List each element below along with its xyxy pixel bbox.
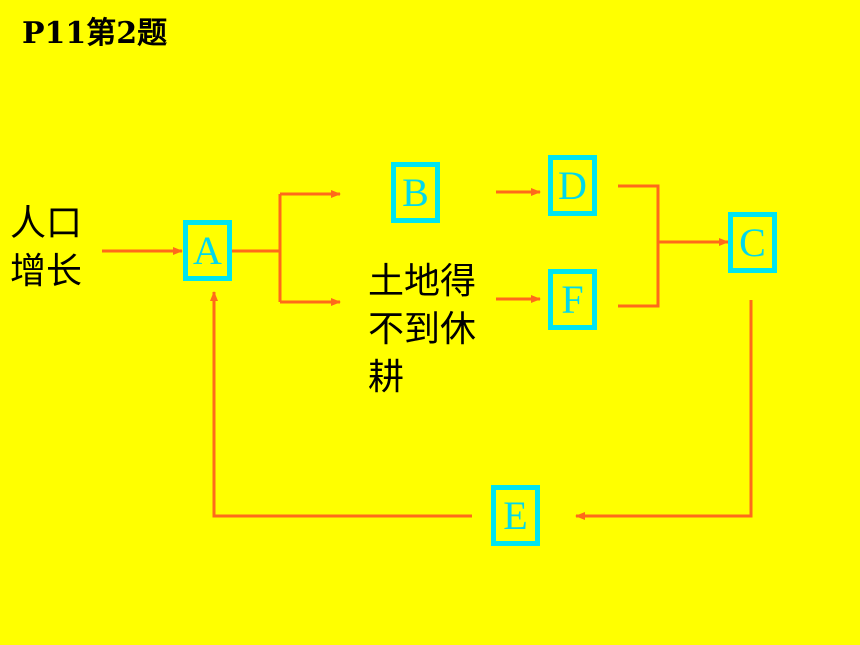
population-growth-line1: 人口	[10, 203, 83, 244]
box-a-label: A	[193, 227, 222, 273]
box-c: C	[728, 212, 777, 273]
box-a: A	[183, 220, 232, 281]
slide-title: P11第2题	[22, 16, 168, 51]
land-no-fallow-label: 土地得 不到休 耕	[368, 258, 476, 402]
box-b: B	[391, 162, 440, 223]
box-f-label: F	[561, 276, 584, 322]
box-e: E	[491, 485, 540, 546]
arrow-c-to-e	[575, 300, 753, 520]
box-f: F	[548, 269, 597, 330]
box-d-label: D	[558, 162, 587, 208]
land-label-line2: 不到休	[368, 309, 477, 350]
arrow-e-to-a	[210, 291, 472, 518]
land-label-line1: 土地得	[368, 261, 477, 302]
connector-d-merge	[618, 184, 660, 308]
box-d: D	[548, 155, 597, 216]
land-label-line3: 耕	[368, 357, 405, 398]
population-growth-label: 人口 增长	[10, 200, 82, 296]
population-growth-line2: 增长	[10, 251, 83, 292]
box-c-label: C	[739, 219, 766, 265]
box-e-label: E	[503, 492, 528, 538]
box-b-label: B	[402, 169, 429, 215]
